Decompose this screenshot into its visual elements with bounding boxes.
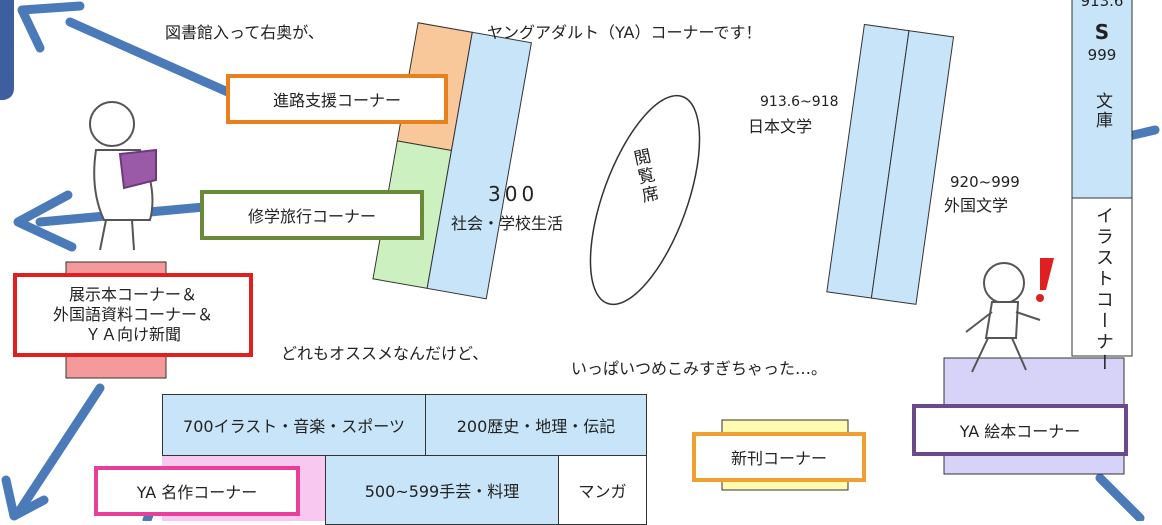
- top-left-panel: [0, 0, 14, 100]
- bunko-range-end: 999: [1087, 46, 1117, 64]
- arrow-bottom-left-head: [1, 475, 49, 521]
- caption-entrance: 図書館入って右奥が、: [165, 23, 324, 42]
- school-trip-corner-label: 修学旅行コーナー: [200, 190, 424, 240]
- foreign-lit-range: 920~999: [950, 173, 1020, 191]
- shelf-bunko: [1071, 0, 1133, 199]
- shelf-literature: [826, 23, 955, 305]
- career-corner-label: 進路支援コーナー: [226, 74, 448, 124]
- ya-masterpiece-corner-label: YA 名作コーナー: [94, 466, 300, 516]
- arrow-left-head: [13, 190, 77, 252]
- jp-lit-label: 日本文学: [748, 117, 813, 136]
- foreign-lit-label: 外国文学: [944, 196, 1009, 215]
- arrow-top-left: [65, 17, 235, 98]
- arrow-top-left-head: [17, 1, 85, 53]
- shelf-crafts-cooking: 500~599手芸・料理: [325, 455, 559, 525]
- bunko-range-tilde: S: [1094, 20, 1110, 44]
- display-corner-line1: 展示本コーナー＆: [68, 285, 197, 304]
- shelf-300: [372, 22, 532, 300]
- reading-seats-table: [589, 94, 701, 306]
- jp-lit-range: 913.6~918: [760, 94, 839, 110]
- caption-packed: いっぱいつめこみすぎちゃった…。: [571, 359, 828, 378]
- caption-recommend: どれもオススメなんだけど、: [281, 344, 489, 363]
- illustration-corner-label: イラストコーナー: [1093, 206, 1114, 374]
- arrow-bottom-right: [1095, 473, 1145, 521]
- shelf-history-geography: 200歴史・地理・伝記: [425, 394, 647, 456]
- shelf-300-label: 社会・学校生活: [451, 214, 564, 233]
- caption-ya-corner: ヤングアダルト（YA）コーナーです！: [487, 23, 762, 42]
- shelf-manga: マンガ: [558, 455, 647, 525]
- shelf-illustration: [1071, 197, 1133, 357]
- exclamation-icon: [1036, 258, 1054, 302]
- shelf-art-music-sports: 700イラスト・音楽・スポーツ: [162, 394, 426, 456]
- surprised-figure: [965, 262, 1041, 373]
- bunko-label: 文庫: [1092, 92, 1112, 130]
- reading-figure: [89, 101, 157, 251]
- ya-picture-book-corner-label: YA 絵本コーナー: [912, 404, 1128, 456]
- display-corner-label: 展示本コーナー＆ 外国語資料コーナー＆ ＹＡ向け新聞: [13, 273, 253, 357]
- bunko-range-start: 913.6: [1080, 0, 1124, 10]
- display-corner-line2: 外国語資料コーナー＆: [52, 305, 213, 324]
- arrow-bottom-left: [15, 383, 105, 515]
- new-books-corner-label: 新刊コーナー: [692, 432, 866, 482]
- display-corner-line3: ＹＡ向け新聞: [84, 325, 181, 344]
- shelf-300-number: 300: [488, 182, 539, 206]
